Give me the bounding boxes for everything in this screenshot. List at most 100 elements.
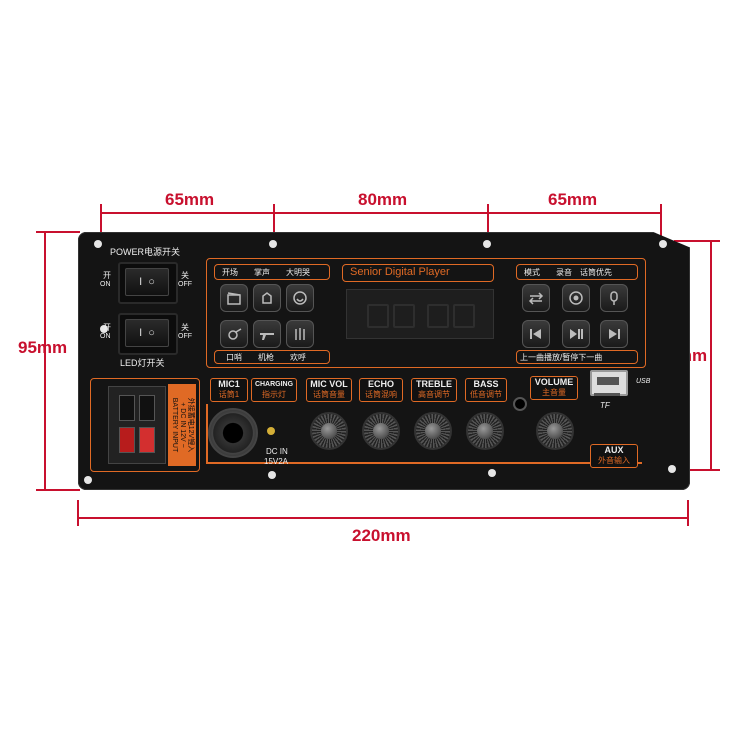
lcd-digit: [367, 304, 389, 328]
next-track-icon: [609, 329, 620, 339]
lcd-display: [346, 289, 494, 339]
led-rocker: I ○: [125, 319, 169, 347]
dimension-tick: [660, 204, 662, 240]
clapping-hands-icon: [262, 292, 272, 304]
next-track-button[interactable]: [600, 320, 628, 348]
machine-gun-effect-button[interactable]: [253, 320, 281, 348]
dimension-tick: [674, 240, 720, 242]
control-frame-line: [206, 404, 208, 464]
mounting-hole: [94, 240, 102, 248]
battery-label-block: [168, 384, 196, 466]
tf-card-slot[interactable]: [594, 393, 620, 396]
lcd-digit: [393, 304, 415, 328]
dimension-top-middle: 80mm: [358, 190, 408, 209]
dimension-bottom-width: 220mm: [352, 526, 411, 545]
dimension-tick: [77, 500, 79, 526]
applause-effect-button[interactable]: [253, 284, 281, 312]
dimension-tick: [487, 204, 489, 240]
treble-knob[interactable]: [414, 412, 452, 450]
cheer-effect-button[interactable]: [286, 320, 314, 348]
mounting-hole: [100, 325, 108, 333]
mode-button[interactable]: [522, 284, 550, 312]
battery-frame: [90, 378, 200, 472]
battery-terminal-red[interactable]: [139, 427, 155, 453]
dimension-line-top-left: [100, 212, 274, 214]
left-top-label-frame: [214, 264, 330, 280]
dimension-tick: [674, 469, 720, 471]
dimension-tick: [273, 204, 275, 240]
mounting-hole: [668, 465, 676, 473]
dimension-line-top-right: [488, 212, 662, 214]
mounting-hole: [659, 240, 667, 248]
opening-effect-button[interactable]: [220, 284, 248, 312]
left-bottom-label-frame: [214, 350, 330, 364]
left-bottom-labels: 口哨 机枪 欢呼: [226, 353, 306, 362]
player-title-frame: [342, 264, 494, 282]
right-bottom-label-frame: [516, 350, 638, 364]
dc-in-rating: 15V2A: [264, 457, 289, 466]
power-off-label: OFF: [178, 281, 192, 288]
power-switch[interactable]: I ○: [118, 262, 178, 304]
power-on-label: ON: [100, 281, 111, 288]
battery-label-line3: BATTERY INPUT: [171, 397, 178, 453]
led-switch-title: LED灯开关: [120, 358, 165, 368]
whistle-icon: [228, 328, 242, 340]
cheering-crowd-icon: [295, 328, 305, 340]
echo-knob[interactable]: [362, 412, 400, 450]
battery-label-line1: 外接蓄电12V锂入: [187, 397, 194, 453]
dimension-line-top-middle: [274, 212, 488, 214]
dimension-line-bottom: [78, 517, 688, 519]
battery-label-text: 外接蓄电12V锂入 + DC IN 12V − BATTERY INPUT: [170, 398, 194, 452]
mounting-hole: [84, 476, 92, 484]
bass-knob[interactable]: [466, 412, 504, 450]
dimension-tick: [36, 489, 80, 491]
dimension-top-right: 65mm: [548, 190, 598, 209]
control-frame-line: [206, 462, 642, 464]
power-rocker: I ○: [125, 268, 169, 296]
mounting-hole: [269, 240, 277, 248]
led-on-cn: 开: [103, 323, 111, 332]
dimension-tick: [687, 500, 689, 526]
laugh-effect-button[interactable]: [286, 284, 314, 312]
dc-in-label: DC IN: [266, 447, 288, 456]
power-on-cn: 开: [103, 271, 111, 280]
battery-terminal-black[interactable]: [139, 395, 155, 421]
mounting-hole: [483, 240, 491, 248]
laughing-face-icon: [293, 291, 307, 305]
aux-jack[interactable]: [513, 397, 527, 411]
player-title: Senior Digital Player: [350, 266, 450, 278]
mic1-jack[interactable]: [208, 408, 258, 458]
record-button[interactable]: [562, 284, 590, 312]
led-off-cn: 关: [181, 323, 189, 332]
battery-terminal-black[interactable]: [119, 395, 135, 421]
gun-icon: [260, 333, 274, 340]
battery-terminal-red[interactable]: [119, 427, 135, 453]
whistle-effect-button[interactable]: [220, 320, 248, 348]
right-bottom-labels: 上一曲播放/暂停下一曲: [520, 353, 603, 362]
mic-vol-knob[interactable]: [310, 412, 348, 450]
play-pause-icon: [570, 329, 583, 339]
usb-port[interactable]: [590, 370, 628, 396]
volume-knob[interactable]: [536, 412, 574, 450]
battery-terminal-block: [108, 386, 166, 464]
led-on-label: ON: [100, 333, 111, 340]
mode-arrows-icon: [528, 292, 544, 305]
mounting-hole: [268, 471, 276, 479]
dimension-left-height: 95mm: [18, 338, 68, 357]
dimension-top-left: 65mm: [165, 190, 215, 209]
play-pause-button[interactable]: [562, 320, 590, 348]
previous-track-button[interactable]: [522, 320, 550, 348]
mic-priority-button[interactable]: [600, 284, 628, 312]
left-top-labels: 开场 掌声 大明哭: [222, 268, 310, 277]
microphone-icon: [610, 291, 618, 305]
player-frame: [206, 258, 646, 368]
led-switch[interactable]: I ○: [118, 313, 178, 355]
mounting-hole: [488, 469, 496, 477]
lcd-digit: [453, 304, 475, 328]
